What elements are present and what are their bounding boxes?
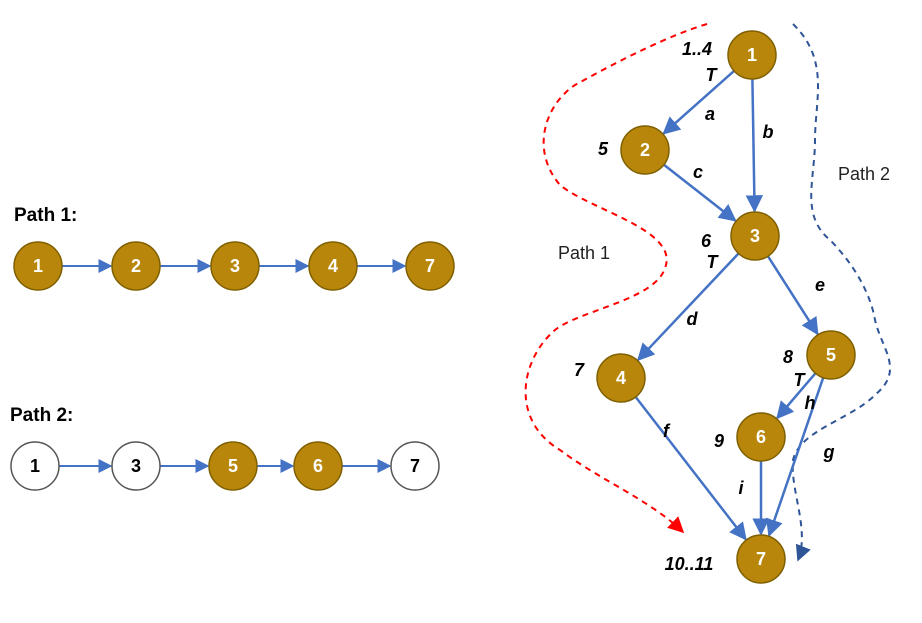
node-circle xyxy=(736,534,786,584)
path1-dashed-curve xyxy=(524,23,708,534)
path1-node-4: 4 xyxy=(308,241,358,291)
node-circle xyxy=(620,125,670,175)
node-label: 5 xyxy=(228,456,238,476)
flow-graph: Path 1 Path 2 a b c d e f g h i 1 2 3 4 5 6 7 1..4 5 6 7 8… xyxy=(524,23,892,584)
true-mark-node-3: T xyxy=(707,252,720,272)
path2-title: Path 2: xyxy=(10,405,73,426)
graph-node-6: 6 xyxy=(736,412,786,462)
edge-b xyxy=(745,78,764,213)
path1-listing: Path 1: 1 2 3 4 7 xyxy=(13,205,455,291)
node-circle xyxy=(405,241,455,291)
edge-e xyxy=(766,255,819,336)
node-circle xyxy=(10,441,60,491)
true-mark-node-1: T xyxy=(706,65,719,85)
node-label: 6 xyxy=(756,427,766,447)
node-circle xyxy=(308,241,358,291)
node-circle xyxy=(293,441,343,491)
path2-side-label: Path 2 xyxy=(838,164,890,184)
edge-g xyxy=(765,377,825,538)
node-circle xyxy=(596,353,646,403)
node-label: 1 xyxy=(30,456,40,476)
node-label: 2 xyxy=(640,140,650,160)
node-circle xyxy=(390,441,440,491)
node-label: 4 xyxy=(616,368,626,388)
path1-node-3: 3 xyxy=(210,241,260,291)
edge-label-e: e xyxy=(815,275,825,295)
graph-node-4: 4 xyxy=(596,353,646,403)
node-circle xyxy=(210,241,260,291)
node-label: 6 xyxy=(313,456,323,476)
line-number-node-4: 7 xyxy=(574,360,585,380)
edge-label-i: i xyxy=(738,478,744,498)
line-number-node-6: 9 xyxy=(714,431,724,451)
graph-node-3: 3 xyxy=(730,211,780,261)
path2-node-5: 5 xyxy=(208,441,258,491)
path1-node-2: 2 xyxy=(111,241,161,291)
path2-listing: Path 2: 1 3 5 6 7 xyxy=(10,405,440,491)
node-circle xyxy=(111,441,161,491)
path1-node-row: 1 2 3 4 7 xyxy=(13,241,455,291)
edge-f xyxy=(634,396,747,541)
path2-node-7: 7 xyxy=(390,441,440,491)
graph-edges: a b c d e f g h i xyxy=(634,69,835,541)
edge-label-a: a xyxy=(705,104,715,124)
node-circle xyxy=(208,441,258,491)
node-circle xyxy=(13,241,63,291)
graph-nodes: 1 2 3 4 5 6 7 xyxy=(596,30,856,584)
node-label: 7 xyxy=(410,456,420,476)
edge-label-h: h xyxy=(805,393,816,413)
edge-label-g: g xyxy=(823,442,835,462)
graph-node-7: 7 xyxy=(736,534,786,584)
path2-dashed-curve xyxy=(791,23,892,562)
path2-node-3: 3 xyxy=(111,441,161,491)
line-number-node-3: 6 xyxy=(701,231,712,251)
path2-node-6: 6 xyxy=(293,441,343,491)
node-circle xyxy=(730,211,780,261)
graph-node-5: 5 xyxy=(806,330,856,380)
line-number-node-7: 10..11 xyxy=(665,554,714,574)
edge-c xyxy=(663,163,737,222)
path1-side-label: Path 1 xyxy=(558,243,610,263)
node-circle xyxy=(111,241,161,291)
true-mark-node-5: T xyxy=(794,370,807,390)
graph-node-1: 1 xyxy=(727,30,777,80)
node-label: 7 xyxy=(756,549,766,569)
node-circle xyxy=(806,330,856,380)
path2-node-1: 1 xyxy=(10,441,60,491)
path1-title: Path 1: xyxy=(14,205,77,226)
edge-label-b: b xyxy=(763,122,774,142)
edge-label-f: f xyxy=(663,421,671,441)
node-label: 2 xyxy=(131,256,141,276)
node-label: 1 xyxy=(33,256,43,276)
edge-a xyxy=(662,69,735,135)
node-circle xyxy=(736,412,786,462)
node-label: 3 xyxy=(131,456,141,476)
node-label: 4 xyxy=(328,256,338,276)
edge-h xyxy=(776,372,817,420)
edge-label-d: d xyxy=(687,309,699,329)
node-label: 7 xyxy=(425,256,435,276)
path1-node-7: 7 xyxy=(405,241,455,291)
line-number-node-1: 1..4 xyxy=(682,39,712,59)
node-circle xyxy=(727,30,777,80)
edge-d xyxy=(636,252,740,362)
line-number-node-5: 8 xyxy=(783,347,793,367)
node-label: 5 xyxy=(826,345,836,365)
graph-node-2: 2 xyxy=(620,125,670,175)
path1-node-1: 1 xyxy=(13,241,63,291)
graph-annotations: 1..4 5 6 7 8 9 10..11 T T T xyxy=(574,39,807,574)
node-label: 1 xyxy=(747,45,757,65)
line-number-node-2: 5 xyxy=(598,139,609,159)
path2-node-row: 1 3 5 6 7 xyxy=(10,441,440,491)
node-label: 3 xyxy=(230,256,240,276)
node-label: 3 xyxy=(750,226,760,246)
edge-label-c: c xyxy=(693,162,703,182)
